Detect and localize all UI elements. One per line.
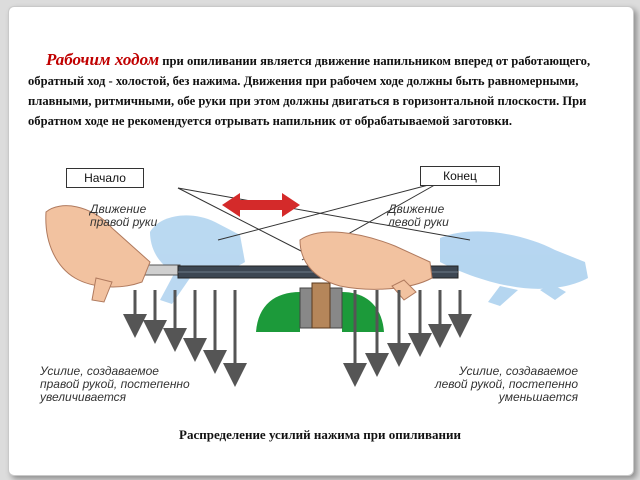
workpiece [311,282,331,329]
paragraph-text: при опиливании является движение напильн… [28,54,591,128]
diagram-caption: Распределение усилий нажима при опиливан… [179,427,461,442]
right-force-label: Усилие, создаваемое правой рукой, постеп… [40,365,190,404]
left-hand-movement-label: Движение левой руки [388,203,449,229]
left-hand [299,231,433,301]
start-pointer-line [177,187,306,254]
end-pointer-line [217,181,441,241]
start-pointer-line-2 [177,187,471,241]
vise-plate-right [329,287,343,329]
right-hand-movement-line1: Движение [90,202,147,216]
left-force-label: Усилие, создаваемое левой рукой, постепе… [400,365,578,404]
ghost-left-hand [440,231,588,306]
ghost-right-hand [150,215,245,304]
left-force-line1: Усилие, создаваемое [459,364,578,378]
right-force-line3: увеличивается [40,390,127,404]
left-force-line3: уменьшается [498,390,578,404]
description-paragraph: Рабочим ходом при опиливании является дв… [28,50,626,131]
double-arrow-icon [222,193,300,217]
right-force-line1: Усилие, создаваемое [40,364,159,378]
end-label-box: Конец [420,166,500,186]
left-hand-movement-line1: Движение [388,202,445,216]
vise-jaw-right [342,292,384,332]
left-force-line2: левой рукой, постепенно [434,377,578,391]
left-hand-movement-line2: левой руки [388,215,449,229]
vise-plate-left [299,287,313,329]
right-hand-movement-label: Движение правой руки [90,203,157,229]
right-hand [45,205,151,303]
right-force-line2: правой рукой, постепенно [40,377,190,391]
start-label-box: Начало [66,168,144,188]
vise-jaw-left [256,292,300,332]
highlight-term: Рабочим ходом [46,50,160,69]
right-hand-movement-line2: правой руки [90,215,158,229]
